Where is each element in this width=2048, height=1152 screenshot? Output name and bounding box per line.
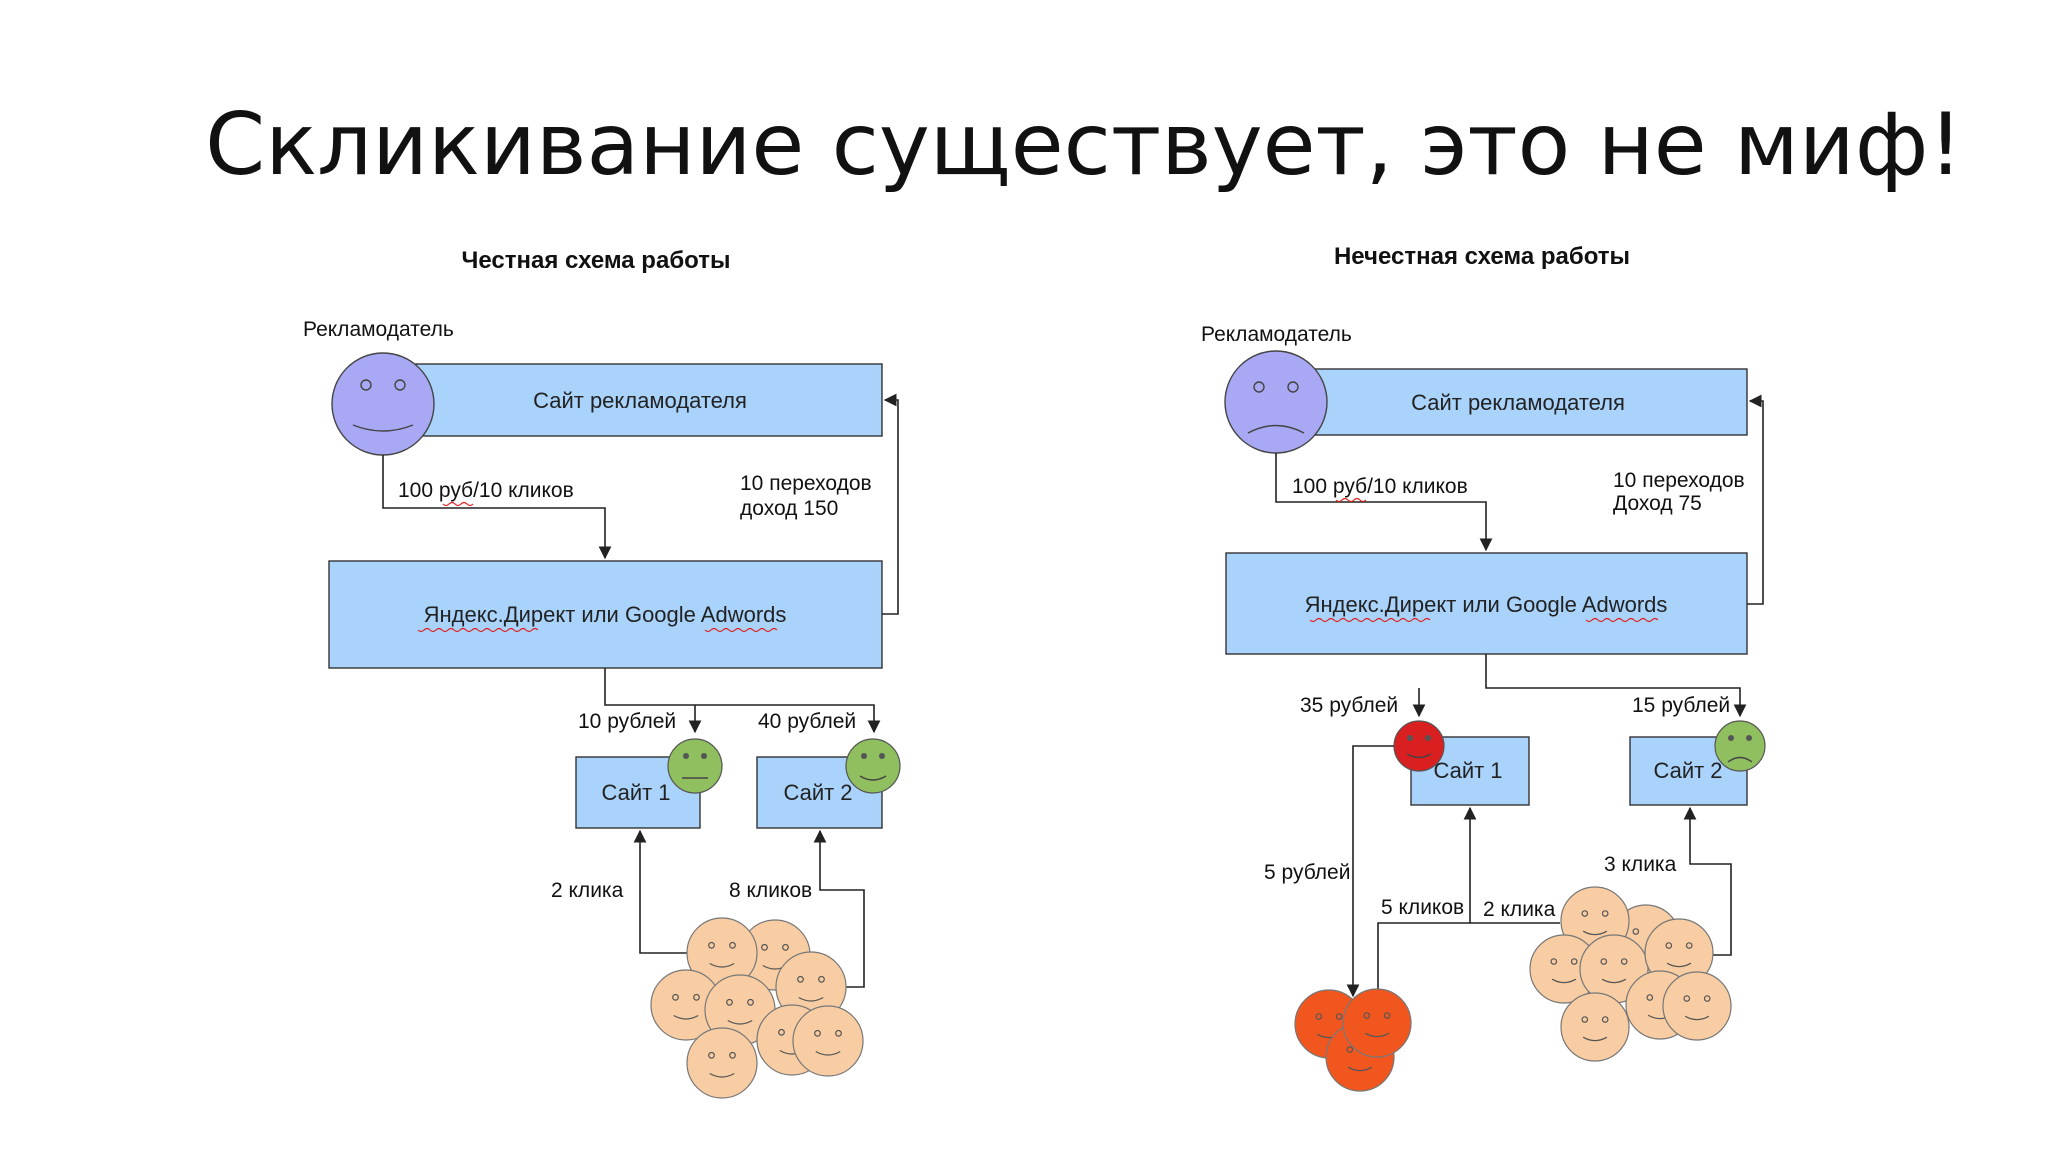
honest-site2-label: Сайт 2 — [783, 780, 852, 805]
dishonest-advertiser-site-label: Сайт рекламодателя — [1411, 390, 1625, 415]
dishonest-clicks2-arrow — [1683, 806, 1732, 956]
visitor-face-icon — [1560, 992, 1630, 1062]
dishonest-site1-label: Сайт 1 — [1433, 758, 1502, 783]
dishonest-bot-pay-label: 5 рублей — [1264, 861, 1350, 884]
dishonest-clicks1-label: 2 клика — [1483, 898, 1556, 921]
dishonest-payment-arrow — [1275, 453, 1493, 552]
dishonest-bot-clicks-label: 5 кликов — [1381, 896, 1464, 919]
dishonest-return-line1: 10 переходов — [1613, 469, 1745, 492]
spellcheck-underline — [1585, 617, 1659, 623]
honest-site2-pay-label: 40 рублей — [758, 710, 856, 733]
dishonest-clicks2-label: 3 клика — [1604, 853, 1677, 876]
honest-payment-label: 100 руб/10 кликов — [398, 479, 574, 502]
visitor-face-icon — [1662, 971, 1732, 1041]
visitor-face-icon — [1579, 934, 1649, 1004]
dishonest-network-label: Яндекс.Директ или Google Adwords — [1305, 592, 1668, 617]
dishonest-advertiser-label: Рекламодатель — [1201, 323, 1352, 346]
spellcheck-underline — [1335, 497, 1367, 503]
spellcheck-underline — [442, 501, 474, 507]
dishonest-heading: Нечестная схема работы — [1334, 243, 1630, 270]
click-bots-crowd — [1294, 988, 1412, 1092]
dishonest-split-line — [1485, 654, 1747, 718]
honest-visitors-crowd — [650, 917, 864, 1099]
honest-network-label: Яндекс.Директ или Google Adwords — [424, 602, 787, 627]
honest-clicks2-arrow — [813, 829, 865, 988]
visitor-face-icon — [792, 1005, 864, 1077]
honest-site1-pay-label: 10 рублей — [578, 710, 676, 733]
honest-advertiser-site-box — [415, 363, 883, 437]
site1-owner-neutral-face-icon — [667, 738, 723, 794]
slide-title: Скликивание существует, это не миф! — [205, 95, 1963, 195]
honest-scheme: Честная схема работы Рекламодатель Сайт … — [303, 247, 901, 1099]
dishonest-bot-pay-arrow — [1346, 745, 1394, 998]
bot-face-icon — [1342, 988, 1412, 1058]
honest-return-arrow — [882, 393, 899, 615]
honest-advertiser-label: Рекламодатель — [303, 318, 454, 341]
spellcheck-underline — [417, 627, 539, 633]
honest-advertiser-site-label: Сайт рекламодателя — [533, 388, 747, 413]
honest-payment-arrow — [382, 455, 612, 560]
dishonest-return-arrow — [1747, 394, 1764, 605]
dishonest-visitors-crowd — [1529, 886, 1732, 1062]
spellcheck-underline — [704, 627, 778, 633]
advertiser-happy-face-icon — [331, 352, 435, 456]
dishonest-site2-label: Сайт 2 — [1653, 758, 1722, 783]
spellcheck-underline — [1309, 617, 1431, 623]
dishonest-advertiser-site-box — [1313, 368, 1748, 436]
site2-owner-sad-face-icon — [1714, 720, 1766, 772]
site1-owner-angry-face-icon — [1393, 720, 1445, 772]
honest-split-line — [604, 668, 881, 734]
dishonest-scheme: Нечестная схема работы Рекламодатель Сай… — [1201, 243, 1766, 1092]
visitor-face-icon — [686, 917, 758, 989]
advertiser-sad-face-icon — [1224, 350, 1328, 454]
honest-heading: Честная схема работы — [462, 247, 731, 274]
dishonest-site2-pay-label: 15 рублей — [1632, 694, 1730, 717]
dishonest-network-box — [1225, 552, 1748, 655]
honest-clicks1-label: 2 клика — [551, 879, 624, 902]
dishonest-return-line2: Доход 75 — [1613, 492, 1702, 515]
dishonest-payment-label: 100 руб/10 кликов — [1292, 475, 1468, 498]
visitor-face-icon — [1644, 918, 1714, 988]
honest-return-line1: 10 переходов — [740, 472, 872, 495]
site2-owner-happy-face-icon — [845, 738, 901, 794]
honest-network-box — [328, 560, 883, 669]
honest-clicks2-label: 8 кликов — [729, 879, 812, 902]
dishonest-bot-clicks-arrow — [1377, 806, 1477, 1010]
dishonest-site1-pay-label: 35 рублей — [1300, 694, 1398, 717]
visitor-face-icon — [686, 1027, 758, 1099]
honest-return-line2: доход 150 — [740, 497, 838, 520]
honest-site1-label: Сайт 1 — [601, 780, 670, 805]
